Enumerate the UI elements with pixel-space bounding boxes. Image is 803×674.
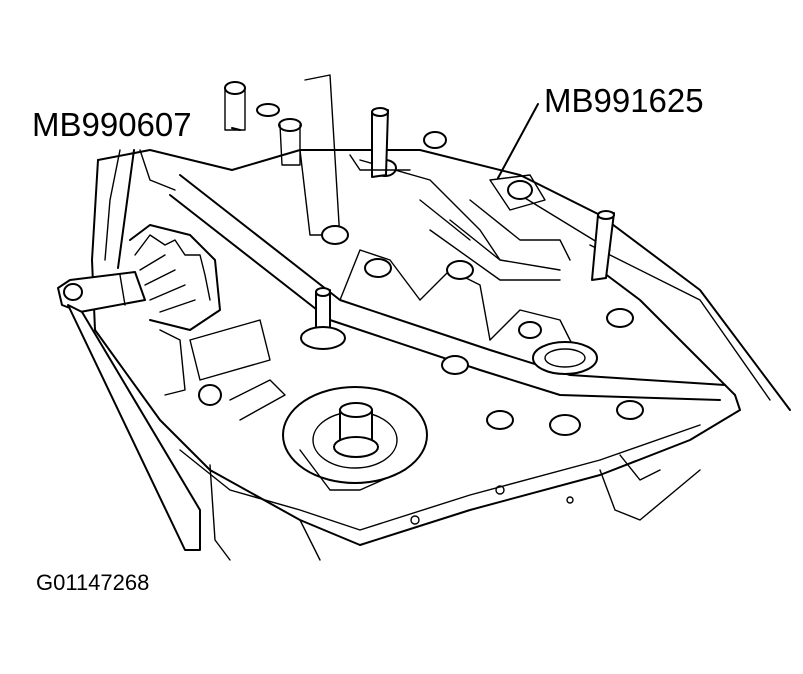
top-bosses [224, 81, 302, 166]
tool-pins [300, 107, 615, 350]
oval-port [532, 341, 598, 375]
bolt-bosses [321, 131, 644, 436]
filler-cap [282, 386, 428, 491]
callout-right-label: MB991625 [544, 82, 704, 119]
wrench-tool [57, 271, 201, 551]
head-ribs [339, 159, 576, 351]
leader-lines [117, 103, 539, 269]
rear-fittings [349, 154, 571, 261]
rocker-shaft [169, 74, 726, 401]
cylinder-head-outline [91, 149, 791, 546]
cam-gear [104, 149, 221, 331]
side-fittings [159, 319, 286, 421]
head-deck [179, 424, 701, 561]
callout-left-label: MB990607 [32, 106, 192, 143]
figure-id-label: G01147268 [36, 570, 150, 595]
